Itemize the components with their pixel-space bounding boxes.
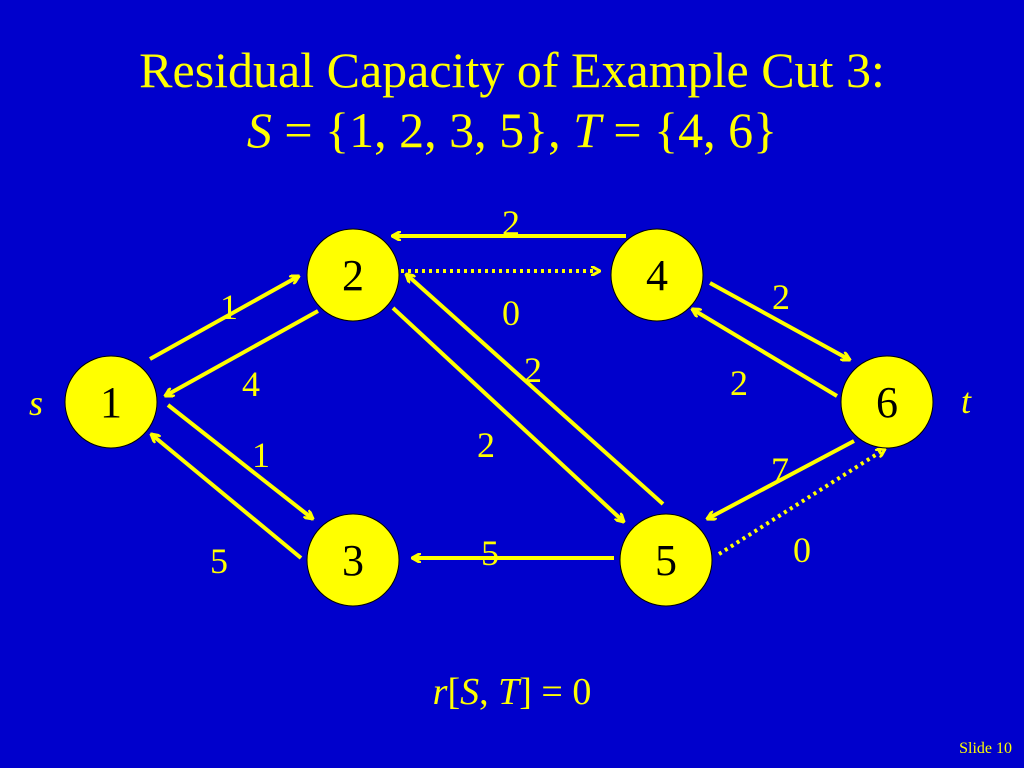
edge-label-5-to-2: 2: [524, 350, 542, 390]
edge-label-2-to-1: 4: [242, 364, 260, 404]
node-circle-4: [610, 228, 704, 322]
set-s-symbol: S: [246, 102, 272, 158]
formula-t: T: [498, 671, 520, 713]
title-line-1: Residual Capacity of Example Cut 3:: [139, 42, 885, 98]
node-circle-3: [306, 513, 400, 607]
formula-open: [: [447, 671, 461, 713]
formula-comma: ,: [479, 671, 499, 713]
formula-r: r: [432, 671, 448, 713]
node-circle-2: [306, 228, 400, 322]
node-2: 2: [306, 228, 400, 322]
edge-label-4-to-6: 2: [772, 277, 790, 317]
node-circle-6: [840, 355, 934, 449]
node-label-4: 4: [646, 251, 668, 300]
edge-label-1-to-2: 1: [220, 287, 238, 327]
slide-number: Slide 10: [959, 740, 1012, 757]
node-4: 4: [610, 228, 704, 322]
edge-2-to-1: [165, 309, 319, 398]
edge-3-to-1: [151, 434, 303, 560]
slide-title: Residual Capacity of Example Cut 3: S = …: [0, 40, 1024, 160]
edge-label-1-to-3: 1: [252, 435, 270, 475]
edge-label-2-to-4: 0: [502, 293, 520, 333]
edge-label-5-to-3: 5: [481, 533, 499, 573]
edge-label-5-to-6: 0: [793, 530, 811, 570]
edge-2-to-5: [391, 306, 624, 522]
node-1: 1: [64, 355, 158, 449]
node-label-2: 2: [342, 251, 364, 300]
node-circle-1: [64, 355, 158, 449]
set-t-symbol: T: [573, 102, 601, 158]
node-5: 5: [619, 513, 713, 607]
edge-label-2-to-5: 2: [477, 425, 495, 465]
sink-label: t: [961, 381, 972, 421]
nodes: 1 2 3 4 5 6: [64, 228, 934, 607]
residual-capacity-formula: r[S, T] = 0: [0, 670, 1024, 714]
node-label-6: 6: [876, 378, 898, 427]
edge-6-to-5: [707, 439, 855, 521]
edge-5-to-2: [406, 274, 665, 506]
node-label-3: 3: [342, 536, 364, 585]
edge-label-6-to-4: 2: [730, 363, 748, 403]
formula-s: S: [460, 671, 480, 713]
node-3: 3: [306, 513, 400, 607]
edge-5-to-6: [717, 447, 885, 556]
node-circle-5: [619, 513, 713, 607]
set-t-members: = {4, 6}: [600, 102, 778, 158]
node-label-1: 1: [100, 378, 122, 427]
formula-close: ] = 0: [519, 671, 592, 713]
edge-label-6-to-5: 7: [771, 450, 789, 490]
node-label-5: 5: [655, 536, 677, 585]
edge-1-to-2: [149, 274, 299, 361]
title-line-2: S = {1, 2, 3, 5}, T = {4, 6}: [0, 100, 1024, 160]
edge-6-to-4: [692, 307, 839, 398]
edge-label-3-to-1: 5: [210, 541, 228, 581]
edge-label-4-to-2: 2: [502, 203, 520, 243]
set-s-members: = {1, 2, 3, 5},: [271, 102, 574, 158]
edge-4-to-6: [709, 281, 850, 362]
source-label: s: [29, 383, 43, 423]
edge-1-to-3: [166, 403, 313, 519]
node-6: 6: [840, 355, 934, 449]
